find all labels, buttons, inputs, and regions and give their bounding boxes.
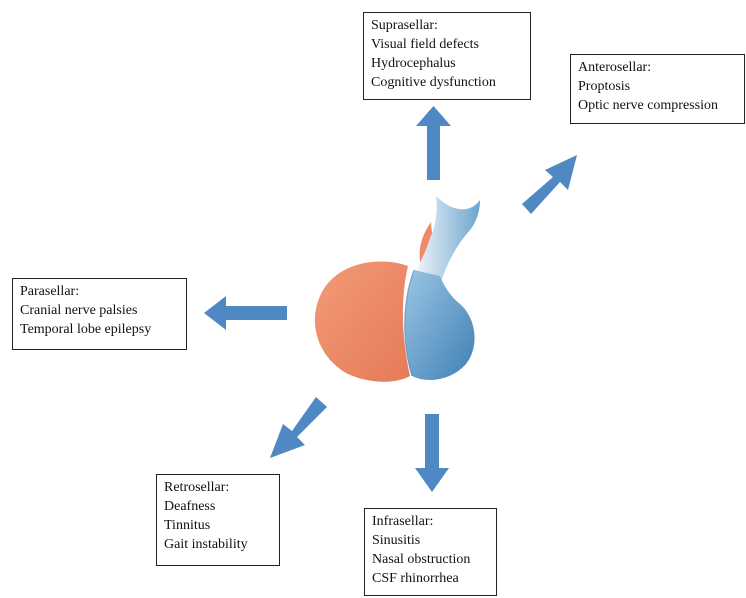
parasellar-title: Parasellar: xyxy=(20,282,180,301)
anterior-lobe xyxy=(315,262,410,382)
anterosellar-item: Optic nerve compression xyxy=(578,96,738,115)
infrasellar-item: Nasal obstruction xyxy=(372,550,490,569)
anterosellar-box: Anterosellar: Proptosis Optic nerve comp… xyxy=(570,54,745,124)
parasellar-box: Parasellar: Cranial nerve palsies Tempor… xyxy=(12,278,187,350)
pituitary-gland xyxy=(315,196,480,382)
infrasellar-item: Sinusitis xyxy=(372,531,490,550)
infrasellar-box: Infrasellar: Sinusitis Nasal obstruction… xyxy=(364,508,497,596)
retrosellar-item: Deafness xyxy=(164,497,273,516)
arrow-up-right xyxy=(522,155,577,214)
posterior-lobe xyxy=(405,270,475,380)
parasellar-item: Temporal lobe epilepsy xyxy=(20,320,180,339)
arrow-left xyxy=(204,296,287,330)
retrosellar-item: Gait instability xyxy=(164,535,273,554)
suprasellar-title: Suprasellar: xyxy=(371,16,524,35)
retrosellar-item: Tinnitus xyxy=(164,516,273,535)
retrosellar-box: Retrosellar: Deafness Tinnitus Gait inst… xyxy=(156,474,280,566)
anterosellar-title: Anterosellar: xyxy=(578,58,738,77)
suprasellar-item: Hydrocephalus xyxy=(371,54,524,73)
suprasellar-box: Suprasellar: Visual field defects Hydroc… xyxy=(363,12,531,100)
arrow-down-left xyxy=(270,397,327,458)
retrosellar-title: Retrosellar: xyxy=(164,478,273,497)
parasellar-item: Cranial nerve palsies xyxy=(20,301,180,320)
arrow-up xyxy=(416,106,451,180)
suprasellar-item: Cognitive dysfunction xyxy=(371,73,524,92)
arrow-down xyxy=(415,414,449,492)
infrasellar-title: Infrasellar: xyxy=(372,512,490,531)
anterosellar-item: Proptosis xyxy=(578,77,738,96)
infrasellar-item: CSF rhinorrhea xyxy=(372,569,490,588)
suprasellar-item: Visual field defects xyxy=(371,35,524,54)
